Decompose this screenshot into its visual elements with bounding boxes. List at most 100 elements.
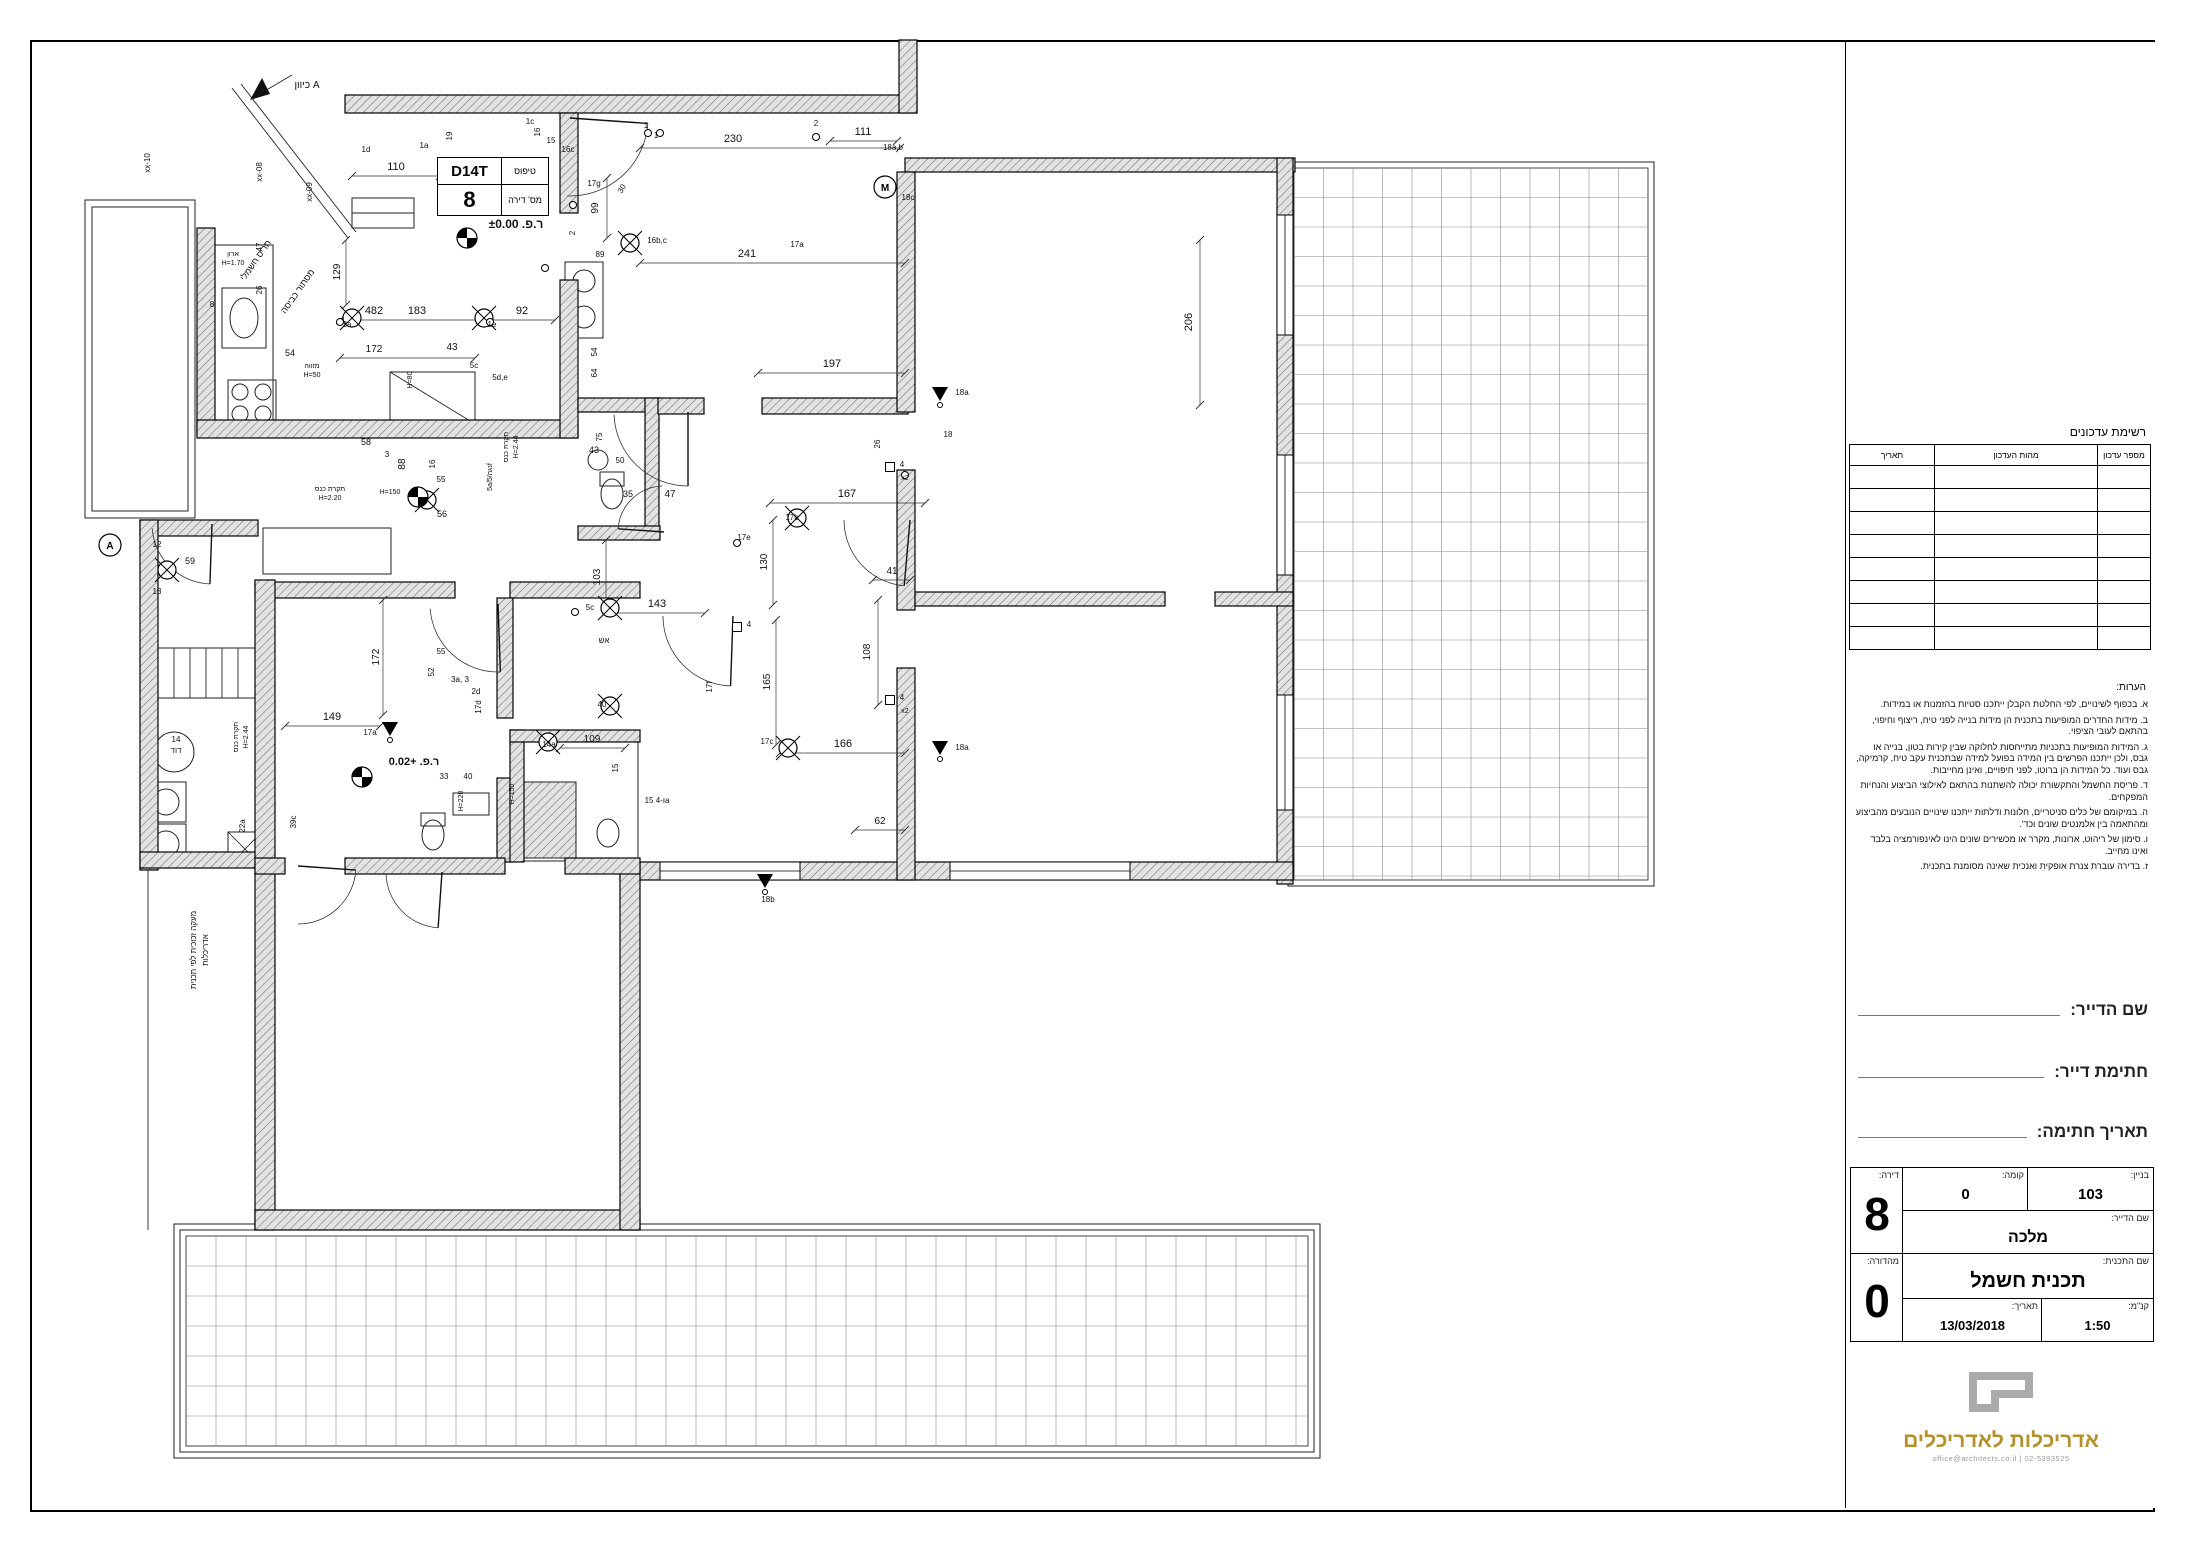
plan-label: 5c [470, 361, 478, 370]
junction-icon [644, 129, 652, 137]
door-swing-arc [617, 485, 663, 529]
updates-row [1849, 580, 2151, 604]
wall-segment [496, 597, 514, 719]
plan-label: 54 [590, 347, 599, 356]
plan-label: 30 [616, 182, 629, 195]
plan-label: 14a [542, 740, 556, 749]
plan-label: xx-10 [143, 153, 152, 173]
plan-label: 59 [185, 556, 195, 566]
plan-label: 47 [664, 489, 676, 500]
plan-label: 2d [472, 687, 481, 696]
wall-segment [254, 857, 286, 875]
plan-label: 143 [648, 598, 666, 610]
floor-label: קומה: [2001, 1170, 2024, 1180]
plan-label: 17f [705, 681, 714, 693]
updates-cell [2097, 511, 2151, 535]
updates-cell [1849, 488, 1935, 512]
floor-value: 0 [1961, 1186, 1970, 1203]
plan-label: 12 [153, 540, 162, 549]
ceiling-light-icon [597, 693, 623, 719]
tenant-name-signature-line [1858, 1014, 2061, 1016]
level-benchmark-icon [407, 486, 429, 508]
plan-label: 130 [759, 553, 770, 570]
apartment-number-row: מס' דירה 8 [438, 185, 548, 215]
plan-label: 5a/נגה/5f [487, 463, 494, 491]
tenant-name-row: שם הדייר: [1854, 1000, 2148, 1020]
plan-label: 58 [361, 437, 371, 447]
wall-segment [196, 227, 216, 436]
plan-label: H=150 [380, 489, 401, 496]
updates-cell [1934, 465, 2098, 489]
plan-label: ר.פ. +0.02 [389, 756, 440, 768]
edition-label: מהדורה: [1867, 1256, 1899, 1266]
plan-label: תקרת כנס [233, 722, 240, 752]
meter-icon: M [873, 175, 897, 199]
updates-row [1849, 626, 2151, 650]
updates-cell [1849, 511, 1935, 535]
plan-label: מעקה זכוכית לפי תכנית [189, 911, 198, 989]
wall-segment [509, 581, 641, 599]
plan-label: 75 [595, 432, 604, 441]
updates-cell [1849, 465, 1935, 489]
wall-segment [761, 397, 909, 415]
plan-label: 149 [323, 711, 341, 723]
plan-label: H=2.44 [243, 726, 250, 749]
plan-label: 88 [397, 458, 408, 470]
walls [139, 39, 1296, 1231]
note-item: ד. פריסת החשמל והתקשורת יכולה להשתנות בה… [1860, 780, 2148, 802]
plan-label: 17b [785, 513, 799, 522]
plan-label: 172 [366, 344, 383, 355]
plan-label: 22a [238, 819, 247, 833]
plan-label: 166 [834, 738, 852, 750]
apartment-label: דירה: [1878, 1170, 1899, 1180]
doors [151, 117, 911, 929]
plan-label: אש [599, 636, 610, 645]
junction-icon [571, 608, 579, 616]
tenant-value: מלכה [2008, 1228, 2048, 1246]
plan-label: 111 [855, 126, 872, 138]
plan-label: H=220 [458, 790, 465, 811]
wall-segment [896, 667, 916, 881]
door-swing-arc [297, 870, 357, 925]
socket-icon [732, 622, 742, 632]
plan-label: 52 [427, 667, 436, 676]
plan-label: 129 [332, 263, 343, 280]
scale-value: 1:50 [2084, 1317, 2111, 1333]
plan-label: כיוון A [294, 80, 319, 91]
ceiling-light-icon [784, 505, 810, 531]
plan-label: ר.פ. ±0.00 [489, 217, 544, 231]
plan-label: 197 [823, 358, 841, 370]
door-leaf [209, 523, 213, 584]
plan-label: 50 [616, 456, 625, 465]
tiled-areas [185, 167, 1649, 1447]
plan-label: תקרת כנס [315, 486, 345, 493]
updates-cell [1934, 534, 2098, 558]
door-leaf [903, 519, 911, 586]
plan-name-value: תכנית חשמל [1970, 1270, 2086, 1292]
plan-label: 55 [437, 475, 446, 484]
ceiling-light-icon [339, 305, 365, 331]
type-value: D14T [451, 162, 488, 180]
plan-label: 241 [738, 248, 756, 260]
junction-icon [569, 201, 577, 209]
plan-label: 64 [590, 368, 599, 377]
updates-cell [1934, 511, 2098, 535]
wall-segment [1214, 591, 1294, 607]
plan-label: 8 [210, 300, 215, 309]
notes-list: א. בכפוף לשינויים, לפי החלטת הקבלן ייתכנ… [1854, 699, 2148, 877]
plan-label: 35 [623, 489, 633, 499]
plan-label: 16 [428, 459, 437, 468]
door-leaf [497, 603, 502, 672]
door-leaf [437, 871, 443, 928]
date-value: 13/03/2018 [1939, 1317, 2006, 1333]
wall-segment [904, 157, 1296, 173]
updates-cell [1849, 603, 1935, 627]
firm-logo-block: אדריכלות לאדריכלים office@architects.co.… [1846, 1362, 2156, 1463]
plan-label: 17g [587, 179, 600, 188]
door-swing-arc [567, 123, 649, 197]
plan-label: 110 [387, 161, 405, 173]
dimension-lines [280, 136, 1205, 835]
door-swing-arc [843, 519, 905, 587]
